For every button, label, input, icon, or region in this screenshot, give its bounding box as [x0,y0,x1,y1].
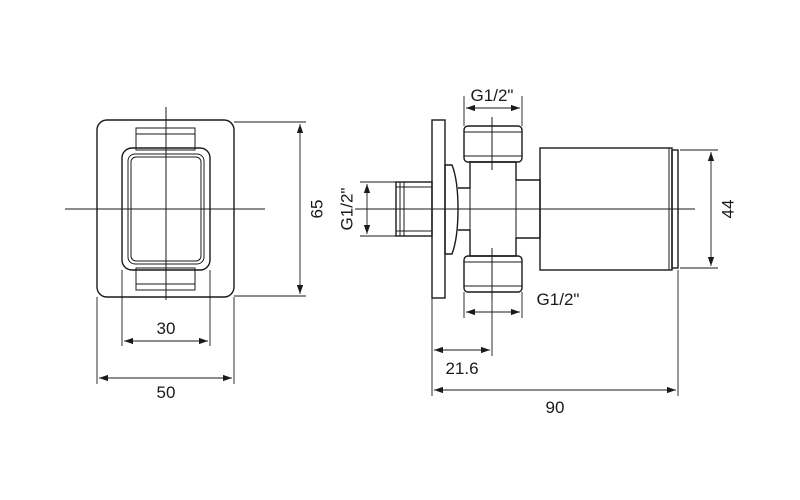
side-view: G1/2" G1/2" G1/2" 44 21.6 90 [337,86,737,417]
bottom-thread-label: G1/2" [537,290,580,309]
flange-nut [444,164,459,255]
handle-cap [671,149,679,269]
width-dimension-label: 50 [157,383,176,402]
inner-width-dimension-label: 30 [157,319,176,338]
bottom-outlet-thread [463,255,523,293]
handle-height-label: 44 [718,200,737,219]
top-outlet-thread [463,125,523,163]
offset-label: 21.6 [445,359,478,378]
height-dimension-label: 65 [307,200,326,219]
front-view: 65 30 50 [65,107,326,402]
top-thread-label: G1/2" [471,86,514,105]
left-thread-label: G1/2" [337,188,356,231]
left-thread-inlet [395,181,433,237]
total-length-label: 90 [546,398,565,417]
